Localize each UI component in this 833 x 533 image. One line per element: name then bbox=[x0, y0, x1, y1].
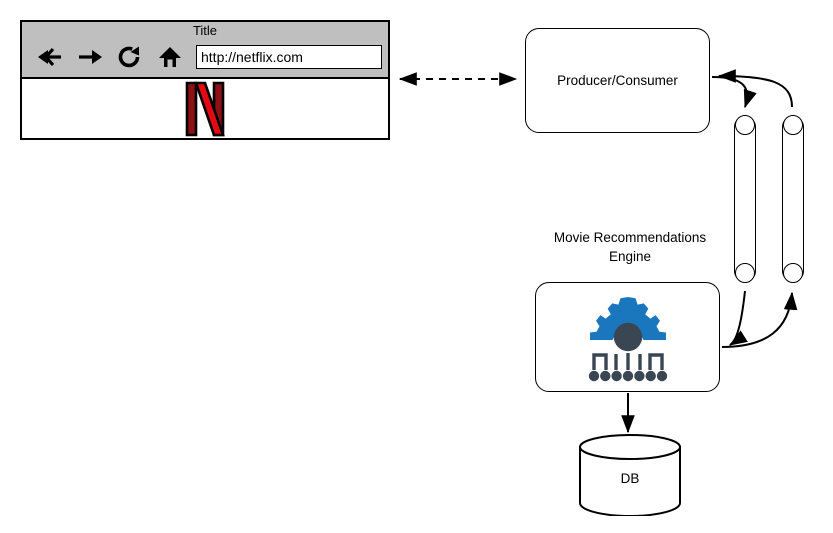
left-queue-to-engine-link bbox=[728, 290, 748, 346]
back-button[interactable] bbox=[30, 42, 70, 72]
engine-caption: Movie Recommendations Engine bbox=[505, 228, 755, 266]
netflix-logo bbox=[185, 81, 225, 136]
browser-window: Title bbox=[20, 20, 390, 140]
producer-to-left-queue-link bbox=[711, 76, 757, 109]
window-title: Title bbox=[192, 23, 218, 38]
back-icon bbox=[37, 46, 63, 68]
gear-network-icon bbox=[588, 297, 667, 382]
pipe-cap-bottom bbox=[735, 262, 755, 283]
url-input[interactable]: http://netflix.com bbox=[196, 45, 382, 69]
database-cylinder[interactable] bbox=[577, 434, 683, 516]
pipe-cap-bottom bbox=[783, 262, 803, 283]
browser-chrome: Title bbox=[22, 22, 388, 79]
pipe-cap-top bbox=[783, 115, 803, 136]
queue-pipe-right[interactable] bbox=[782, 115, 804, 283]
home-icon bbox=[158, 45, 182, 69]
reload-icon bbox=[117, 45, 143, 69]
reload-button[interactable] bbox=[110, 42, 150, 72]
queue-pipe-left[interactable] bbox=[734, 115, 756, 283]
engine-caption-line1: Movie Recommendations bbox=[553, 230, 707, 245]
engine-caption-line2: Engine bbox=[608, 249, 652, 264]
forward-icon bbox=[77, 46, 103, 68]
forward-button[interactable] bbox=[70, 42, 110, 72]
database-label: DB bbox=[620, 471, 640, 486]
browser-toolbar: http://netflix.com bbox=[30, 40, 382, 74]
browser-viewport bbox=[22, 79, 388, 138]
pipe-cap-top bbox=[735, 115, 755, 136]
producer-consumer-node[interactable]: Producer/Consumer bbox=[525, 28, 710, 133]
recommendations-engine-node[interactable] bbox=[535, 282, 720, 392]
engine-to-right-queue-link bbox=[721, 291, 798, 348]
right-queue-to-producer-link bbox=[717, 69, 793, 108]
producer-consumer-label: Producer/Consumer bbox=[557, 73, 678, 88]
home-button[interactable] bbox=[150, 42, 190, 72]
